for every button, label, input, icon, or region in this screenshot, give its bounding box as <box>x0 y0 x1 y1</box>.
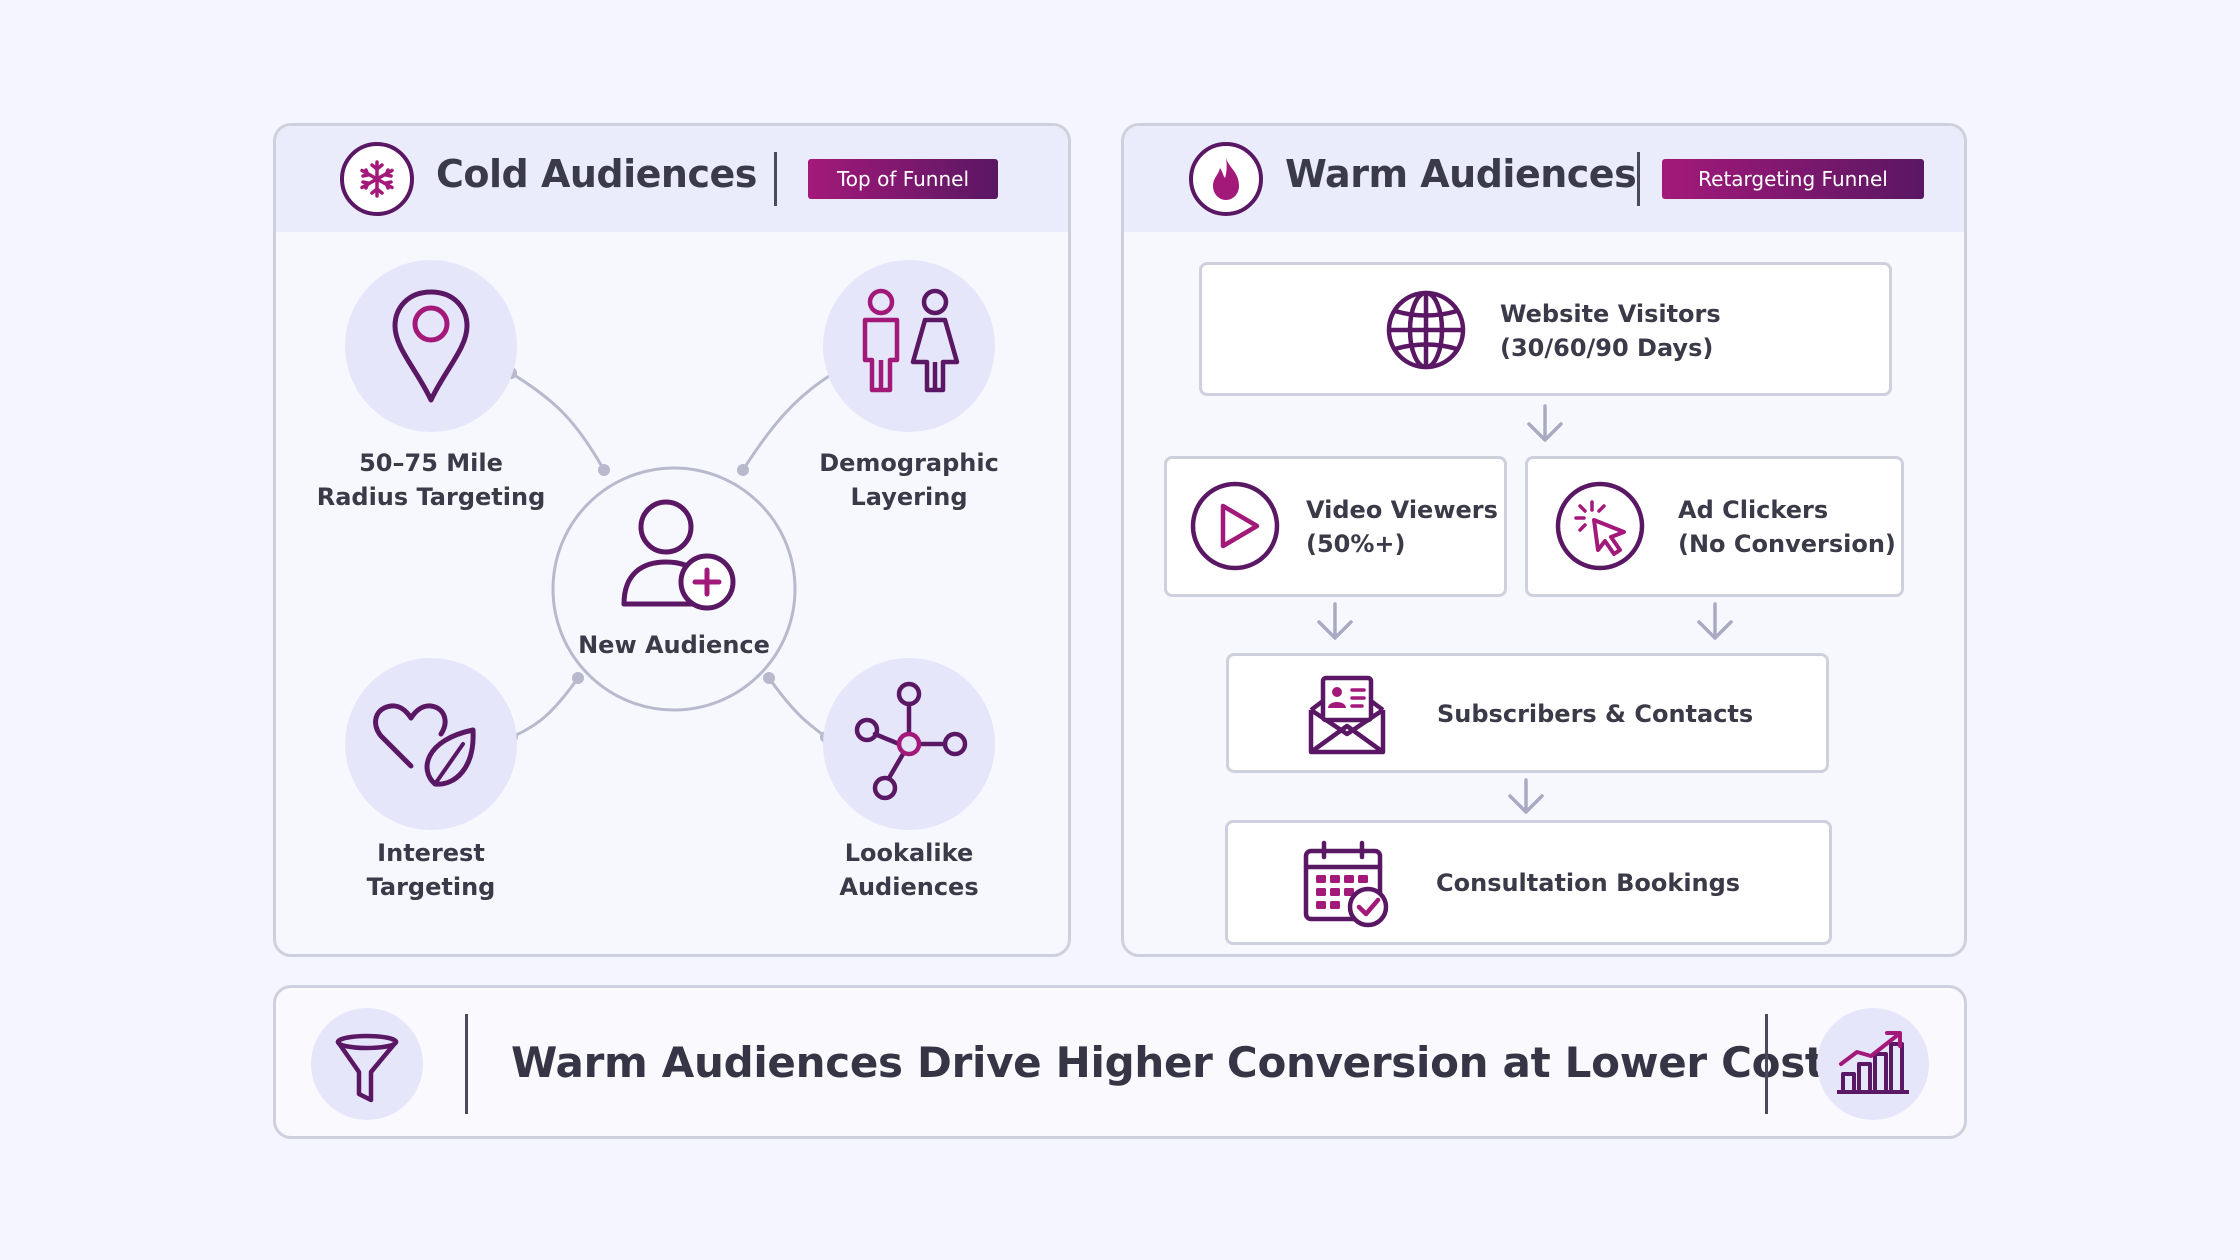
banner-message: Warm Audiences Drive Higher Conversion a… <box>511 1038 1825 1087</box>
growth-chart-icon <box>1817 1008 1929 1120</box>
hub-connectors <box>505 367 840 743</box>
retargeting-funnel-badge: Retargeting Funnel <box>1662 159 1924 199</box>
conclusion-banner: Warm Audiences Drive Higher Conversion a… <box>273 985 1967 1139</box>
warm-audiences-panel: Warm Audiences Retargeting Funnel Websit… <box>1121 123 1967 957</box>
heart-leaf-icon <box>345 658 517 830</box>
consultation-bookings-step: Consultation Bookings <box>1225 820 1832 945</box>
envelope-contact-icon <box>1308 675 1386 755</box>
calendar-check-icon <box>1303 840 1389 928</box>
flow-arrows <box>1317 404 1733 814</box>
warm-panel-title: Warm Audiences <box>1285 152 1637 196</box>
cold-panel-header: Cold Audiences Top of Funnel <box>276 126 1068 232</box>
center-ring <box>551 466 797 712</box>
snowflake-icon <box>340 142 414 216</box>
ad-clickers-label: Ad Clickers(No Conversion) <box>1678 496 1896 558</box>
ad-clickers-step: Ad Clickers(No Conversion) <box>1525 456 1904 597</box>
cursor-click-icon <box>1555 481 1645 571</box>
add-user-icon <box>621 499 736 611</box>
funnel-icon <box>311 1008 423 1120</box>
banner-divider <box>1765 1014 1768 1114</box>
website-visitors-step: Website Visitors(30/60/90 Days) <box>1199 262 1892 396</box>
header-divider <box>774 152 777 206</box>
cold-audiences-panel: Cold Audiences Top of Funnel <box>273 123 1071 957</box>
warm-panel-header: Warm Audiences Retargeting Funnel <box>1124 126 1964 232</box>
new-audience-label: New Audience <box>578 631 770 659</box>
play-icon <box>1190 481 1280 571</box>
cold-panel-title: Cold Audiences <box>436 152 757 196</box>
subscribers-contacts-step: Subscribers & Contacts <box>1226 653 1829 773</box>
header-divider <box>1637 152 1640 206</box>
globe-icon <box>1386 290 1466 370</box>
video-viewers-step: Video Viewers(50%+) <box>1164 456 1507 597</box>
flame-icon <box>1189 142 1263 216</box>
subscribers-contacts-label: Subscribers & Contacts <box>1437 700 1754 728</box>
video-viewers-label: Video Viewers(50%+) <box>1306 496 1498 558</box>
map-pin-icon <box>345 260 517 432</box>
man-woman-icon <box>823 260 995 432</box>
top-of-funnel-badge: Top of Funnel <box>808 159 998 199</box>
banner-divider <box>465 1014 468 1114</box>
network-nodes-icon <box>823 658 995 830</box>
website-visitors-label: Website Visitors(30/60/90 Days) <box>1500 300 1721 362</box>
consultation-bookings-label: Consultation Bookings <box>1436 869 1741 897</box>
